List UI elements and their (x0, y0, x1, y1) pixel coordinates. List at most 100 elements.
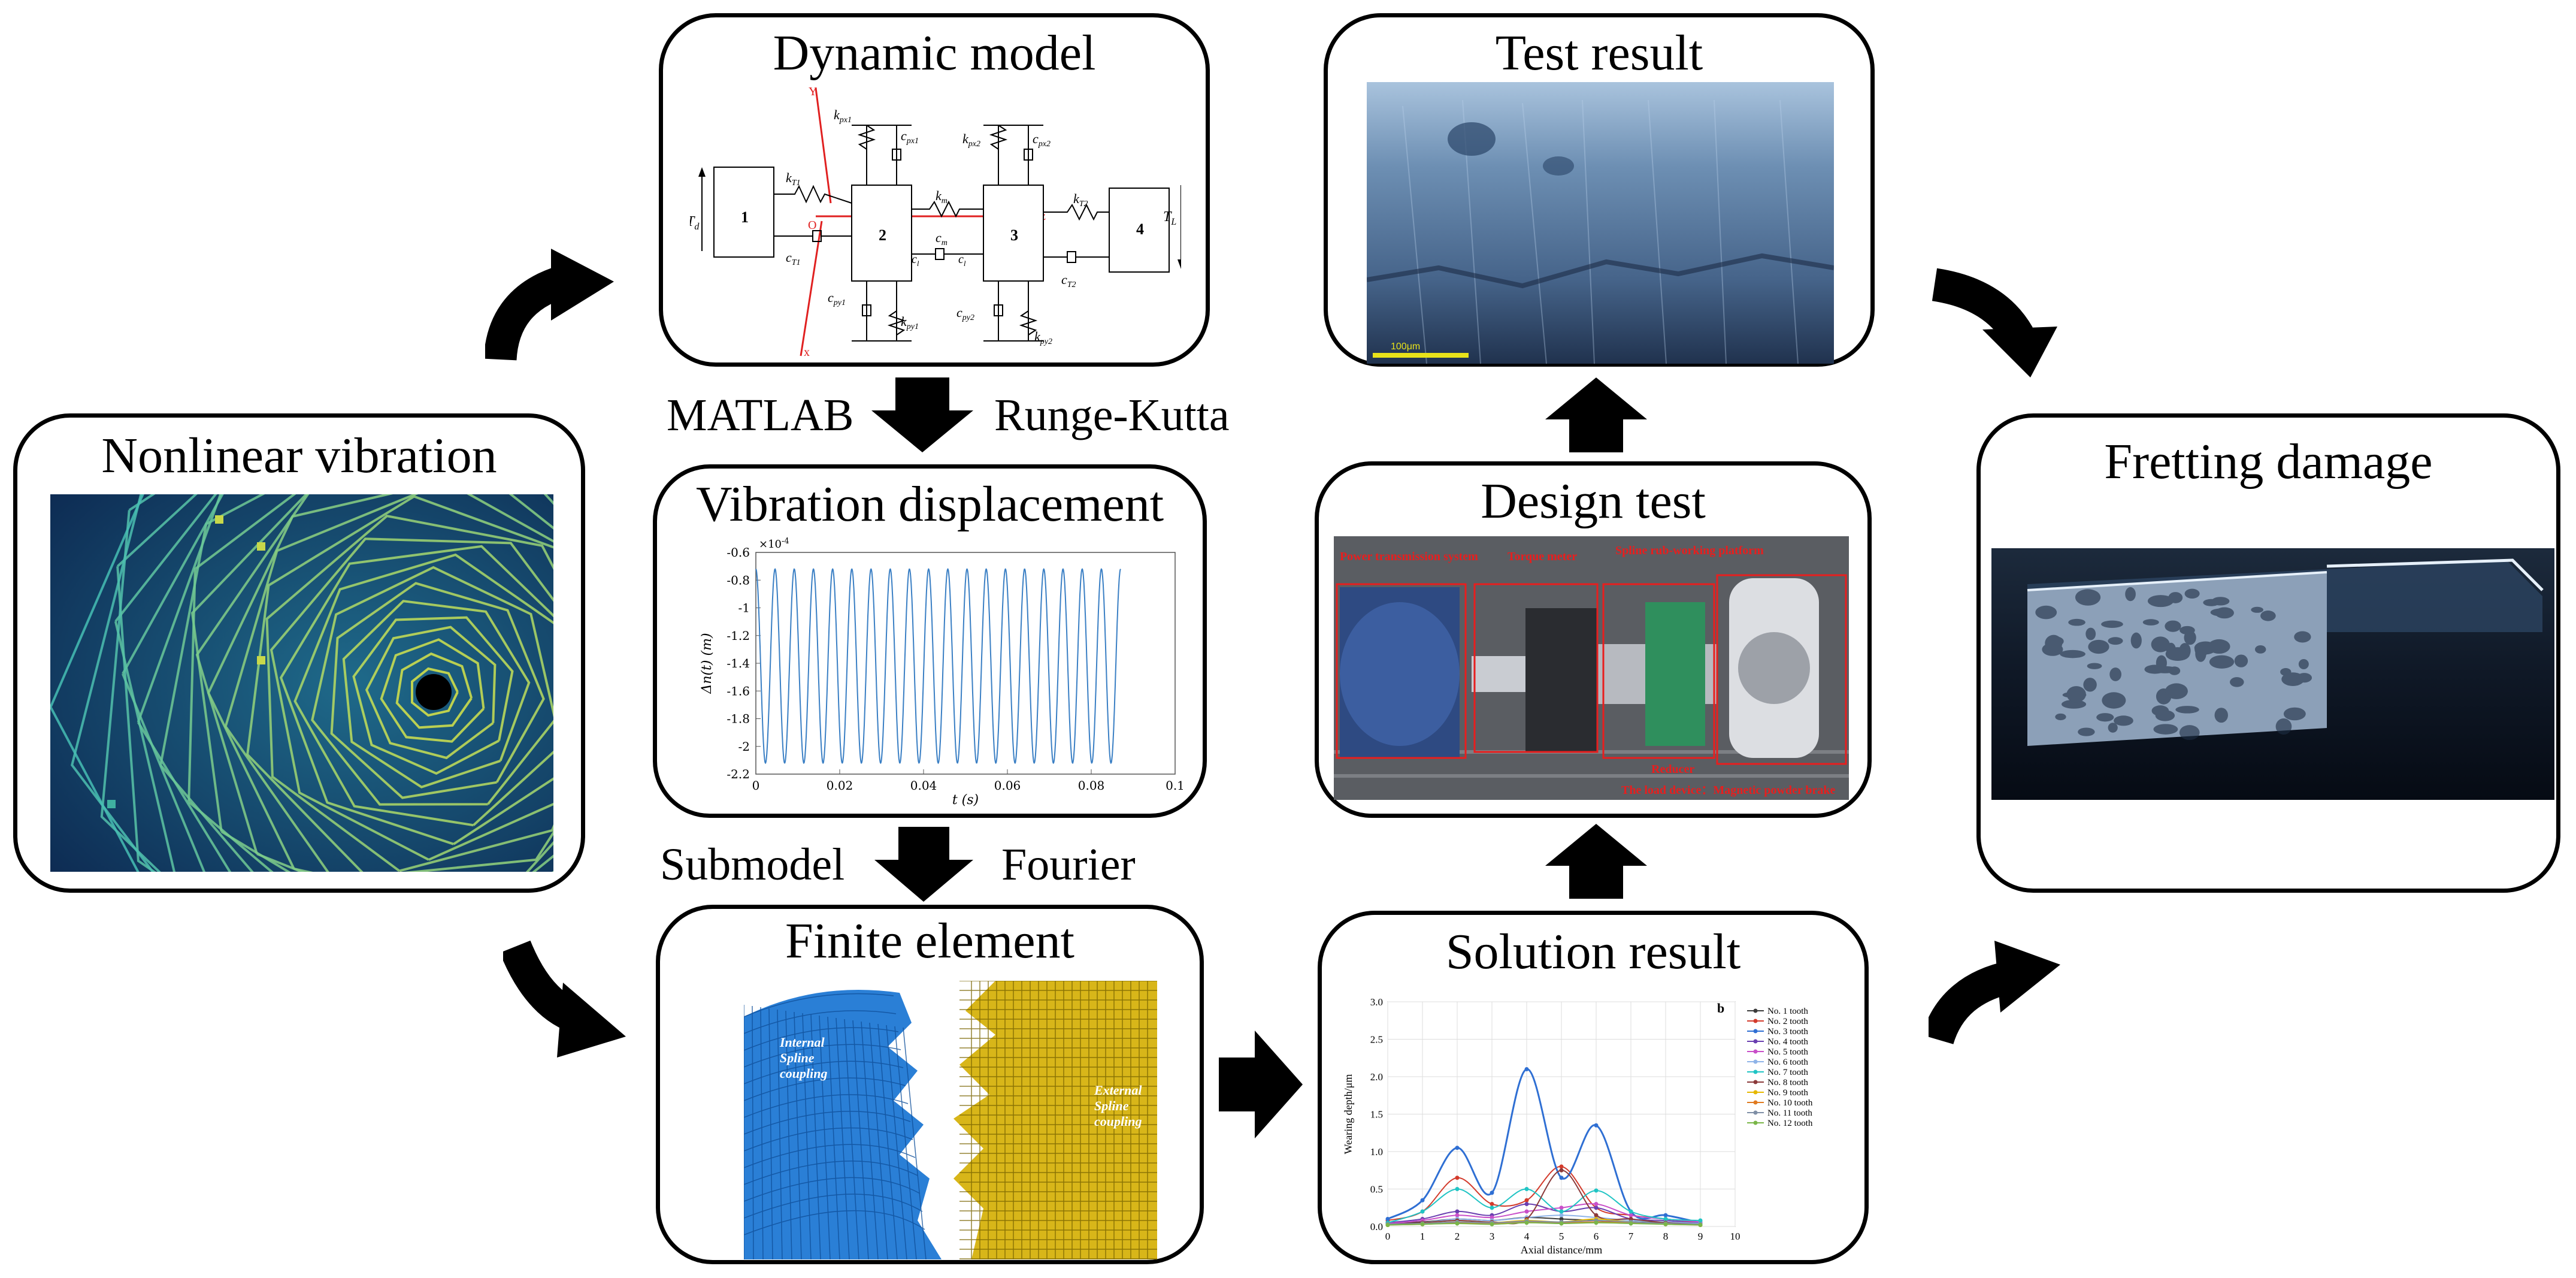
wear-pit (2080, 592, 2091, 599)
wear-pit (2096, 713, 2114, 722)
y-tick-label: -1.4 (727, 656, 750, 670)
legend-marker (1753, 1120, 1758, 1125)
wear-pit (2147, 595, 2174, 608)
data-point (1420, 1222, 1425, 1226)
panel-vibration-displacement: Vibration displacement -0.6-0.8-1-1.2-1.… (653, 464, 1207, 818)
exponent-label: ×10-4 (759, 537, 789, 551)
legend-marker (1753, 1039, 1758, 1044)
legend-marker (1753, 1019, 1758, 1023)
label-reducer: Reducer (1651, 763, 1694, 776)
label-fourier: Fourier (1001, 839, 1136, 890)
kT2-label: kT2 (1073, 191, 1088, 209)
data-point (1663, 1217, 1668, 1221)
panel-dynamic-model: Dynamic model Y O z x 1 2 3 4 (659, 13, 1210, 367)
data-point (1628, 1217, 1633, 1221)
panel-title: Solution result (1445, 924, 1741, 980)
x-tick-label: 6 (1594, 1231, 1599, 1242)
mesh-line (852, 1020, 869, 1259)
km-label: km (936, 188, 948, 206)
spiral-ring (207, 494, 553, 872)
data-point (1594, 1213, 1599, 1217)
panel-title: Test result (1495, 25, 1703, 81)
spiral-ring (342, 600, 531, 788)
mesh-line (827, 1016, 840, 1259)
mesh-line (760, 1007, 764, 1259)
mesh-line (744, 1210, 925, 1235)
x-tick-label: 2 (1455, 1231, 1460, 1242)
mesh-line (836, 1017, 850, 1259)
x-tick-label: 0.08 (1078, 778, 1105, 793)
mesh-line (810, 1014, 821, 1259)
mesh-line (794, 1011, 802, 1259)
x-axis-line (800, 220, 823, 356)
series-line (1387, 1222, 1701, 1226)
wear-pit (2294, 631, 2311, 643)
kpy1-label: kpy1 (901, 314, 919, 331)
spiral-ring (187, 494, 296, 872)
legend-label: No. 4 tooth (1767, 1037, 1808, 1047)
wear-pit (2061, 699, 2087, 709)
internal-label-1: Internal (779, 1035, 825, 1050)
data-point (1524, 1198, 1529, 1203)
wear-pit (2087, 663, 2102, 669)
internal-label-3: coupling (780, 1066, 827, 1081)
mesh-line (768, 1008, 773, 1259)
spiral-ring (246, 495, 553, 872)
data-point (1490, 1191, 1494, 1195)
x-tick-label: 0.02 (827, 778, 853, 793)
wear-pit (2035, 605, 2057, 620)
dynamic-model-schematic: Y O z x 1 2 3 4 Td (690, 83, 1181, 359)
x-axis-label: t (s) (952, 793, 979, 808)
y-tick-label: 2.5 (1370, 1034, 1383, 1046)
wear-pit (2083, 678, 2097, 692)
wear-pit (2184, 588, 2200, 599)
wear-pit (2234, 654, 2248, 667)
wear-pit (2165, 647, 2190, 661)
data-point (1490, 1202, 1494, 1206)
panel-finite-element: Finite element Internal Spline coupling … (656, 905, 1204, 1264)
mesh-line (886, 1025, 907, 1259)
legend-marker (1753, 1049, 1758, 1054)
arrow-curved-test-to-fretting (1929, 258, 2066, 377)
spiral-ring (395, 652, 473, 729)
data-point (1559, 1206, 1564, 1210)
wear-pit (2208, 639, 2230, 654)
panel-title: Fretting damage (2104, 434, 2433, 490)
mesh-line (744, 993, 894, 1017)
data-point (1594, 1202, 1599, 1206)
legend-label: No. 12 tooth (1767, 1119, 1813, 1128)
x-tick-label: 4 (1524, 1231, 1530, 1242)
spiral-ring (224, 494, 553, 872)
kpy2-label: kpy2 (1034, 329, 1052, 346)
data-point (1420, 1198, 1425, 1203)
series-line (1387, 1203, 1701, 1224)
series-line (1387, 1203, 1701, 1224)
block-1-label: 1 (741, 209, 749, 226)
cpy2-label: cpy2 (956, 305, 974, 322)
wear-pit (2203, 599, 2220, 606)
cT2-label: cT2 (1061, 272, 1076, 289)
mesh-line (819, 1015, 831, 1259)
data-point (1663, 1222, 1668, 1226)
spiral-ring (380, 638, 485, 743)
wear-pit (2180, 626, 2195, 635)
legend-label: No. 7 tooth (1767, 1068, 1808, 1077)
td-label: Td (690, 214, 700, 232)
legend-marker (1753, 1100, 1758, 1105)
panel-title: Nonlinear vibration (101, 428, 497, 484)
y-tick-label: -2.2 (727, 767, 750, 781)
x-tick-label: 0.06 (994, 778, 1021, 793)
cl-label-2: cl (958, 253, 966, 268)
mesh-line (894, 1026, 917, 1259)
data-point (1455, 1221, 1460, 1226)
cm-label: cm (936, 230, 948, 247)
label-load: The load device：Magnetic powder brake (1621, 784, 1836, 797)
data-point (1490, 1215, 1494, 1220)
legend-label: No. 1 tooth (1767, 1007, 1808, 1016)
wear-pit (2125, 587, 2136, 602)
legend-marker (1753, 1008, 1758, 1013)
data-point (1559, 1213, 1564, 1217)
